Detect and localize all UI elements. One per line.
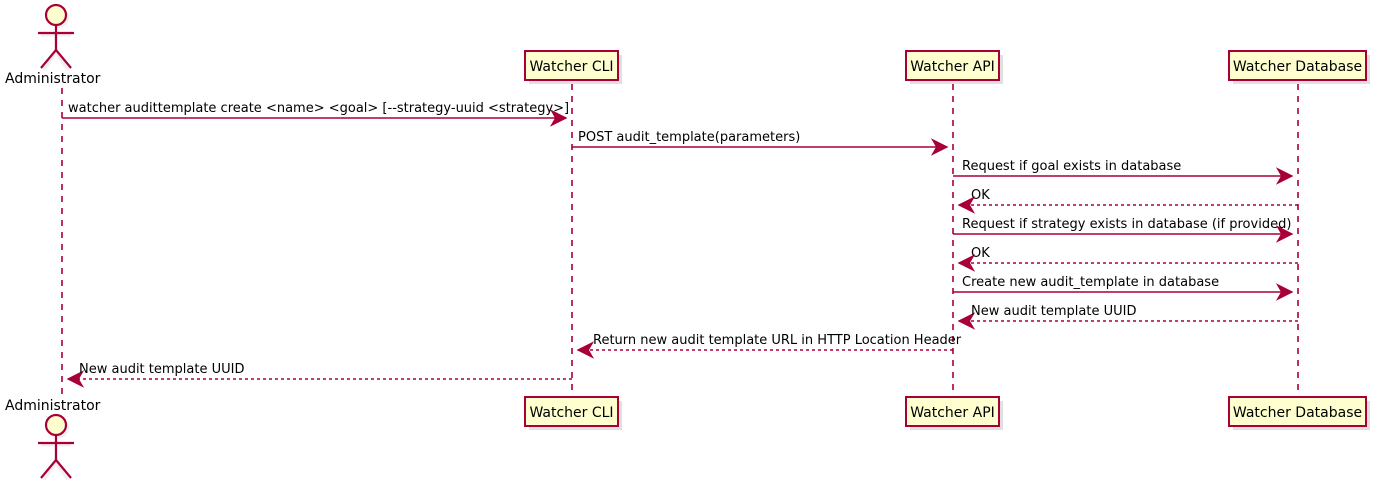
- message-7[interactable]: Create new audit_template in database: [953, 275, 1294, 301]
- participant-box-watcher-cli-top[interactable]: Watcher CLI: [524, 50, 622, 84]
- actor-leg-left: [40, 49, 57, 69]
- message-5[interactable]: Request if strategy exists in database (…: [953, 217, 1294, 243]
- message-10[interactable]: New audit template UUID: [66, 362, 572, 388]
- participant-label-watcher-database-top: Watcher Database: [1233, 59, 1362, 75]
- message-label: Request if strategy exists in database (…: [962, 217, 1291, 232]
- actor-leg-left: [40, 459, 57, 479]
- message-2[interactable]: POST audit_template(parameters): [572, 130, 949, 156]
- participant-box-watcher-api-top[interactable]: Watcher API: [905, 50, 1003, 84]
- participant-rect: [905, 50, 1000, 81]
- actor-head-icon: [44, 3, 68, 27]
- message-label: watcher audittemplate create <name> <goa…: [68, 101, 569, 116]
- actor-head-icon: [44, 413, 68, 437]
- message-label: Return new audit template URL in HTTP Lo…: [593, 333, 962, 348]
- actor-administrator-top[interactable]: Administrator: [5, 3, 101, 87]
- participant-rect: [524, 50, 619, 81]
- participant-box-watcher-database-bottom[interactable]: Watcher Database: [1228, 396, 1370, 430]
- message-8[interactable]: New audit template UUID: [957, 304, 1298, 330]
- participant-label-watcher-cli-bottom: Watcher CLI: [529, 405, 613, 421]
- participant-rect: [905, 396, 1000, 427]
- message-label: Create new audit_template in database: [962, 275, 1219, 290]
- lifelines: [61, 84, 1299, 396]
- actor-leg-right: [55, 459, 72, 479]
- message-label: New audit template UUID: [971, 304, 1136, 319]
- participant-box-watcher-api-bottom[interactable]: Watcher API: [905, 396, 1003, 430]
- message-label: OK: [971, 246, 990, 261]
- participant-rect: [1228, 50, 1367, 81]
- actor-administrator-bottom[interactable]: Administrator: [5, 398, 101, 481]
- message-label: Request if goal exists in database: [962, 159, 1181, 174]
- message-label: OK: [971, 188, 990, 203]
- message-label: New audit template UUID: [79, 362, 244, 377]
- actor-label-administrator-top: Administrator: [5, 71, 101, 87]
- participant-box-watcher-cli-bottom[interactable]: Watcher CLI: [524, 396, 622, 430]
- participant-rect: [1228, 396, 1367, 427]
- participant-box-watcher-database-top[interactable]: Watcher Database: [1228, 50, 1370, 84]
- message-3[interactable]: Request if goal exists in database: [953, 159, 1294, 185]
- participant-label-watcher-database-bottom: Watcher Database: [1233, 405, 1362, 421]
- participant-label-watcher-api-bottom: Watcher API: [910, 405, 995, 421]
- participant-label-watcher-cli-top: Watcher CLI: [529, 59, 613, 75]
- message-6[interactable]: OK: [957, 246, 1298, 272]
- message-label: POST audit_template(parameters): [578, 130, 800, 145]
- actor-label-administrator-bottom: Administrator: [5, 398, 101, 414]
- participant-rect: [524, 396, 619, 427]
- message-9[interactable]: Return new audit template URL in HTTP Lo…: [576, 333, 962, 359]
- actor-leg-right: [55, 49, 72, 69]
- message-1[interactable]: watcher audittemplate create <name> <goa…: [62, 101, 569, 127]
- participant-label-watcher-api-top: Watcher API: [910, 59, 995, 75]
- message-4[interactable]: OK: [957, 188, 1298, 214]
